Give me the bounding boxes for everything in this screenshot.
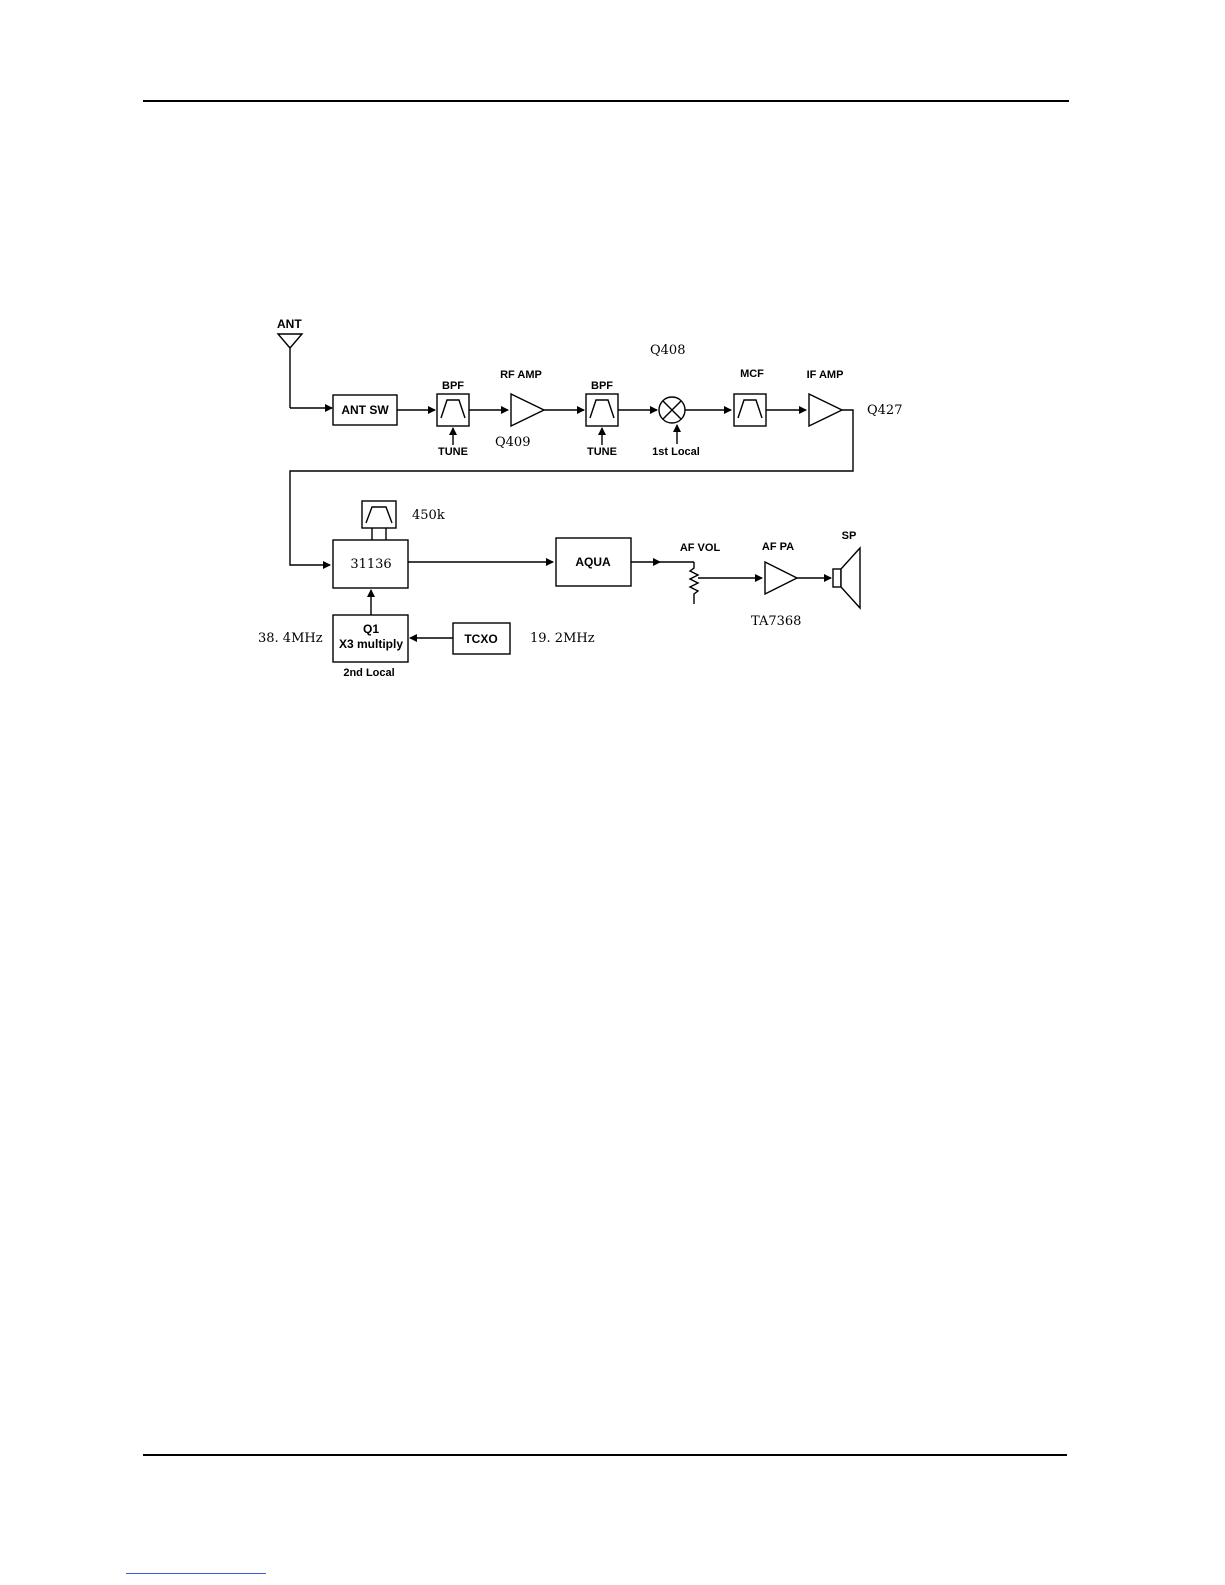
q409-label: Q409: [495, 435, 530, 450]
ic-31136-label: 31136: [350, 557, 391, 572]
ant-label: ANT: [277, 317, 302, 331]
ant-sw-block: ANT SW: [333, 395, 397, 425]
ant-sw-label: ANT SW: [341, 403, 389, 417]
bpf1-block: [437, 394, 469, 426]
tcxo-block: TCXO: [453, 623, 510, 654]
aqua-label: AQUA: [575, 555, 611, 569]
sp-label: SP: [842, 530, 857, 542]
aqua-block: AQUA: [556, 538, 631, 586]
second-local-label: 2nd Local: [343, 667, 394, 679]
bpf2-block: [586, 394, 618, 426]
if-amp-label: IF AMP: [807, 369, 844, 381]
rf-amp-triangle: [511, 394, 544, 426]
antenna-icon: [278, 334, 302, 408]
rf-amp-label: RF AMP: [500, 369, 542, 381]
af-vol-potentiometer-icon: [690, 562, 698, 604]
af-pa-label: AF PA: [762, 541, 794, 553]
filter-450k-block: [362, 501, 396, 540]
ic-31136-block: 31136: [333, 540, 408, 588]
ta7368-label: TA7368: [751, 614, 801, 629]
mixer-icon: [659, 397, 685, 423]
bpf1-label: BPF: [442, 380, 464, 392]
freq-38-label: 38. 4MHz: [258, 631, 323, 646]
mcf-block: [734, 394, 766, 426]
mcf-label: MCF: [740, 368, 764, 380]
q427-label: Q427: [867, 403, 902, 418]
af-vol-label: AF VOL: [680, 542, 721, 554]
filter-450k-label: 450k: [412, 508, 445, 523]
q408-label: Q408: [650, 343, 685, 358]
freq-19-label: 19. 2MHz: [530, 631, 595, 646]
first-local-label: 1st Local: [652, 446, 700, 458]
bpf2-label: BPF: [591, 380, 613, 392]
speaker-icon: [833, 548, 860, 608]
q1-label: Q1: [363, 622, 379, 636]
af-pa-triangle: [765, 562, 797, 594]
tune2-label: TUNE: [587, 446, 617, 458]
x3-multiply-label: X3 multiply: [339, 637, 403, 651]
tune1-label: TUNE: [438, 446, 468, 458]
q1-multiplier-block: Q1 X3 multiply: [333, 615, 408, 662]
if-amp-triangle: [809, 394, 842, 426]
tcxo-label: TCXO: [464, 632, 497, 646]
